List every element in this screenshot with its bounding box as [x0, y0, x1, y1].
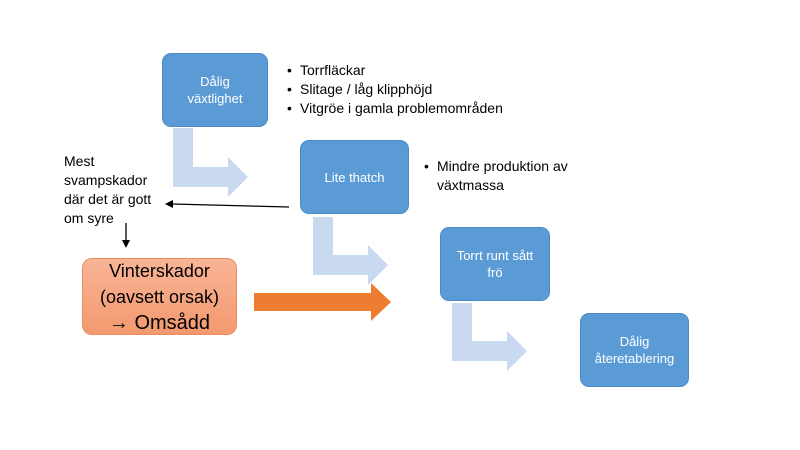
- box-poor-growth-line1: Dålig: [200, 74, 230, 89]
- black-arrow-left-head: [165, 200, 173, 208]
- box-dry-seed: Torrt runt sått frö: [440, 227, 550, 301]
- orange-arrow: [254, 283, 391, 321]
- elbow-arrow-3: [452, 303, 527, 371]
- box-poor-growth: Dålig växtlighet: [162, 53, 268, 127]
- bullet-item-2: Slitage / låg klipphöjd: [287, 80, 503, 99]
- black-arrow-down-head: [122, 240, 130, 248]
- bullet-thatch-line1: Mindre produktion av: [437, 158, 568, 174]
- note-line2: svampskador: [64, 172, 148, 188]
- box-poor-growth-line2: växtlighet: [187, 91, 243, 106]
- bullet-thatch-line2: växtmassa: [437, 177, 504, 193]
- box-little-thatch-label: Lite thatch: [324, 169, 385, 185]
- bullet-item-1: Torrfläckar: [287, 61, 503, 80]
- black-arrow-left: [171, 203, 290, 208]
- box-winter-damage: Vinterskador (oavsett orsak) → Omsådd: [82, 258, 237, 335]
- elbow-arrow-1: [173, 128, 248, 197]
- box-winter-line1: Vinterskador: [109, 260, 210, 281]
- bullet-thatch-item: Mindre produktion av växtmassa: [424, 157, 568, 195]
- note-line3: där det är gott: [64, 191, 152, 207]
- box-dry-seed-line1: Torrt runt sått: [456, 248, 534, 263]
- note-fungal-damage: Mest svampskador där det är gott om syre: [64, 152, 151, 228]
- note-line4: om syre: [64, 210, 114, 226]
- box-dry-seed-line2: frö: [487, 265, 503, 280]
- elbow-arrow-2: [313, 217, 388, 285]
- bullet-item-3: Vitgröe i gamla problemområden: [287, 99, 503, 118]
- note-line1: Mest: [64, 153, 95, 169]
- box-winter-line2: (oavsett orsak): [99, 286, 220, 307]
- bullet-list-causes: Torrfläckar Slitage / låg klipphöjd Vitg…: [286, 61, 503, 118]
- box-poor-reestablishment-line1: Dålig: [619, 334, 650, 349]
- box-little-thatch: Lite thatch: [300, 140, 409, 214]
- bullet-list-thatch: Mindre produktion av växtmassa: [423, 157, 568, 195]
- box-winter-line3: → Omsådd: [108, 311, 211, 334]
- box-poor-reestablishment-line2: återetablering: [594, 351, 675, 366]
- box-poor-reestablishment: Dålig återetablering: [580, 313, 689, 387]
